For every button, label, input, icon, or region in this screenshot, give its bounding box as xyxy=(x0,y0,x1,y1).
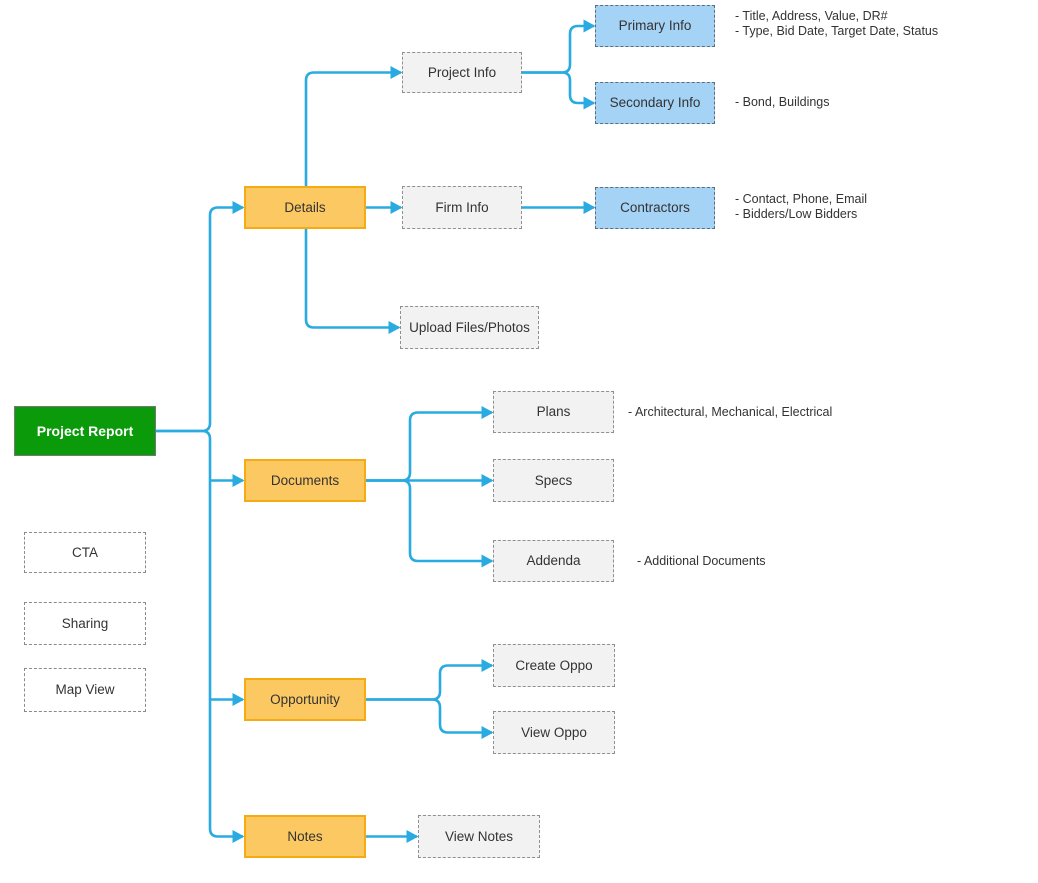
node-create-oppo: Create Oppo xyxy=(493,644,615,687)
node-firm-info: Firm Info xyxy=(402,186,522,229)
node-specs: Specs xyxy=(493,459,614,502)
connector-project-info-to-primary-info xyxy=(522,19,596,74)
node-map-view: Map View xyxy=(24,668,146,712)
annotation-line: - Bidders/Low Bidders xyxy=(735,207,858,221)
connector-opportunity-to-view-oppo xyxy=(366,698,494,739)
node-project-info: Project Info xyxy=(402,52,522,93)
annotation-line: - Additional Documents xyxy=(637,554,766,568)
node-details: Details xyxy=(244,186,366,229)
annotation-plans: - Architectural, Mechanical, Electrical xyxy=(628,405,832,420)
annotation-line: - Architectural, Mechanical, Electrical xyxy=(628,405,833,419)
node-contractors: Contractors xyxy=(595,187,715,229)
annotation-secondary-info: - Bond, Buildings xyxy=(735,95,830,110)
node-primary-info: Primary Info xyxy=(595,5,715,47)
annotation-line: - Bond, Buildings xyxy=(735,95,830,109)
node-secondary-info: Secondary Info xyxy=(595,82,715,124)
connector-root-to-notes xyxy=(156,429,245,843)
connector-documents-to-plans xyxy=(366,406,494,482)
node-opportunity: Opportunity xyxy=(244,678,366,721)
connector-documents-to-addenda xyxy=(366,479,494,568)
node-cta: CTA xyxy=(24,532,146,573)
node-sharing: Sharing xyxy=(24,602,146,645)
connector-details-to-project-info xyxy=(304,66,403,186)
annotation-contractors: - Contact, Phone, Email - Bidders/Low Bi… xyxy=(735,192,867,222)
node-view-oppo: View Oppo xyxy=(493,711,615,754)
connector-opportunity-to-create-oppo xyxy=(366,659,494,701)
node-addenda: Addenda xyxy=(493,540,614,582)
annotation-line: - Type, Bid Date, Target Date, Status xyxy=(735,24,939,38)
annotation-primary-info: - Title, Address, Value, DR# - Type, Bid… xyxy=(735,9,938,39)
connector-details-to-upload-files xyxy=(304,229,401,334)
node-plans: Plans xyxy=(493,391,614,433)
annotation-line: - Contact, Phone, Email xyxy=(735,192,868,206)
node-view-notes: View Notes xyxy=(418,815,540,858)
node-documents: Documents xyxy=(244,459,366,502)
connector-root-to-details xyxy=(156,201,245,433)
node-upload-files-photos: Upload Files/Photos xyxy=(400,306,539,349)
annotation-line: - Title, Address, Value, DR# xyxy=(735,9,888,23)
connector-project-info-to-secondary-info xyxy=(522,71,596,110)
annotation-addenda: - Additional Documents xyxy=(637,554,766,569)
node-notes: Notes xyxy=(244,815,366,858)
node-project-report: Project Report xyxy=(14,406,156,456)
